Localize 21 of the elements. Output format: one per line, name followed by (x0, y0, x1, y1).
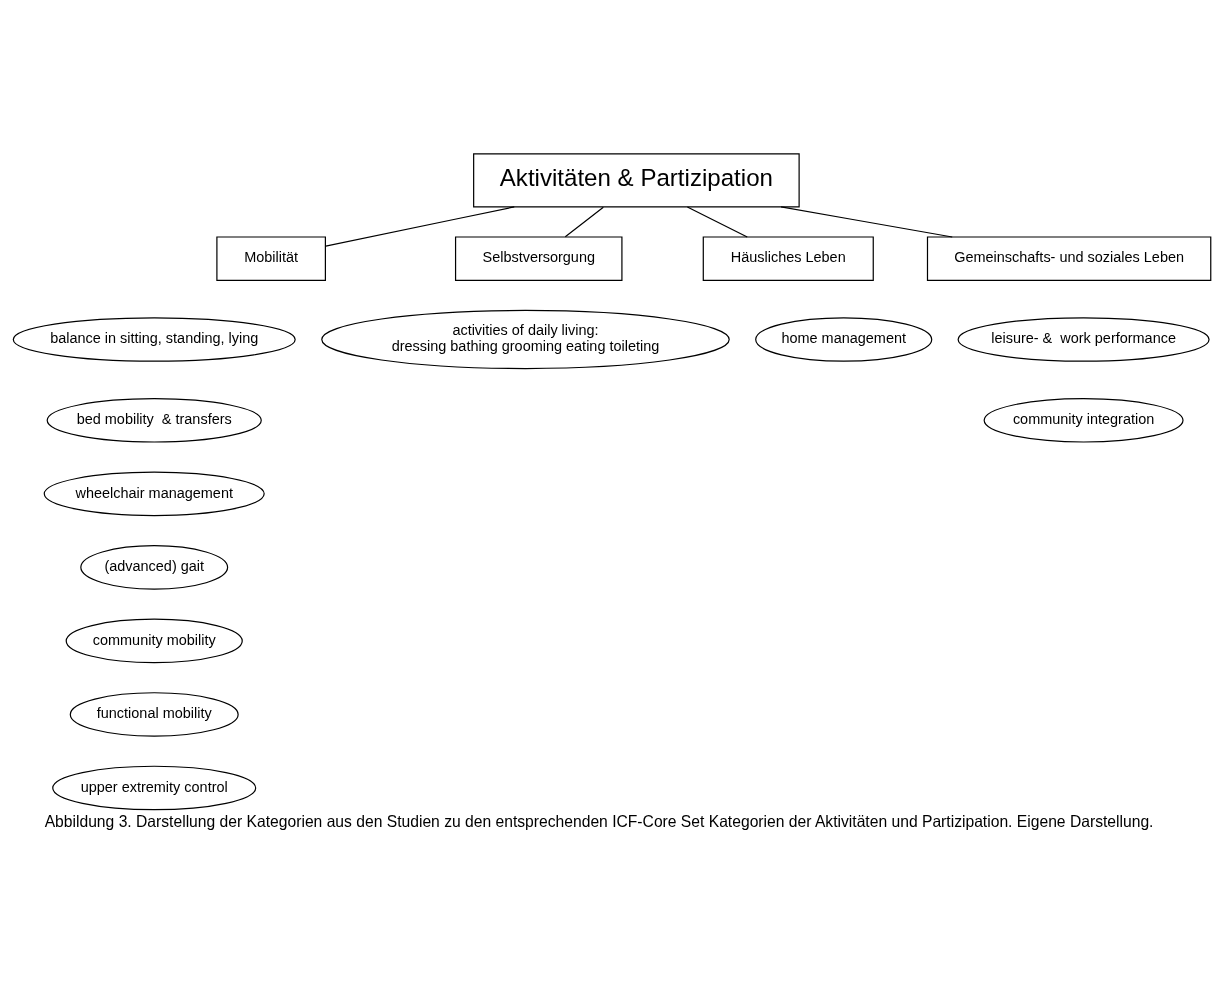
node-ellipse: activities of daily living: dressing bathing grooming eating toileting (321, 309, 730, 369)
node-box: Mobilität (216, 235, 326, 281)
connector (686, 205, 748, 238)
node-box: Selbstversorgung (454, 235, 623, 281)
node-ellipse: wheelchair management (43, 471, 265, 516)
node-ellipse: upper extremity control (52, 765, 257, 810)
node-ellipse: home management (755, 316, 933, 362)
connector (325, 205, 515, 247)
caption: Abbildung 3. Darstellung der Kategorien aus den Studien zu den entsprechenden ICF-Core Set Kategorien der Aktivitäten und Partizipation. Eigene Darstellung. (44, 812, 1154, 830)
node-ellipse: community integration (983, 397, 1184, 443)
connector (780, 205, 953, 238)
node-box: Häusliches Leben (702, 235, 874, 281)
node-box: Gemeinschafts- und soziales Leben (926, 235, 1212, 281)
node-ellipse: functional mobility (69, 691, 239, 737)
node-box: Aktivitäten & Partizipation (473, 152, 800, 207)
node-ellipse: leisure- & work performance (957, 316, 1210, 362)
node-ellipse: (advanced) gait (80, 544, 229, 590)
node-ellipse: bed mobility & transfers (46, 397, 262, 443)
connector (564, 206, 604, 237)
node-ellipse: balance in sitting, standing, lying (12, 316, 296, 362)
node-ellipse: community mobility (65, 618, 243, 663)
